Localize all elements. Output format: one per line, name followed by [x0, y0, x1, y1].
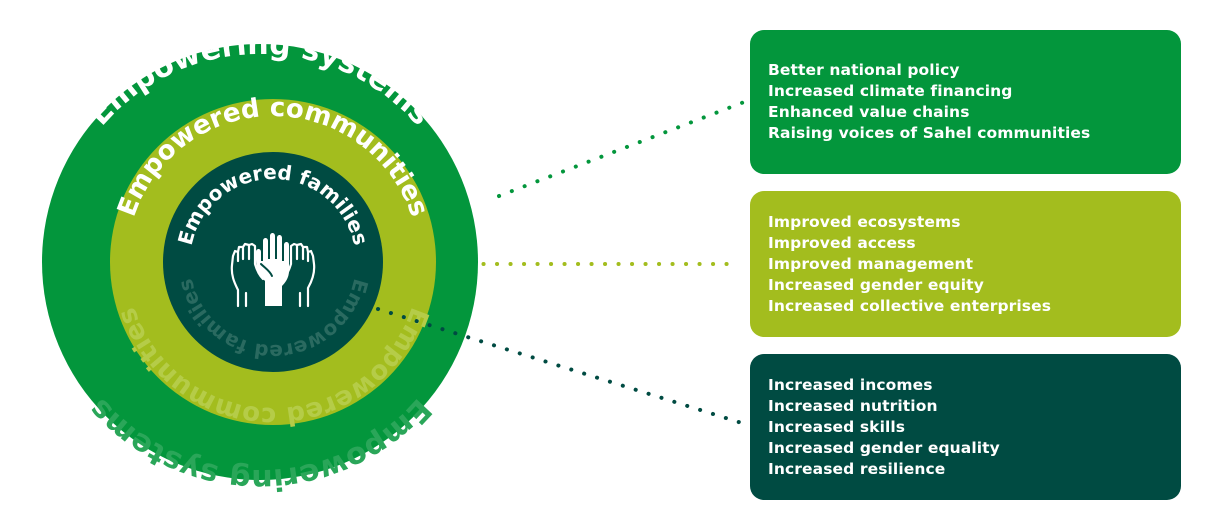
- outcome-box-communities: Improved ecosystems Improved access Impr…: [750, 191, 1181, 337]
- outcome-box-systems: Better national policy Increased climate…: [750, 30, 1181, 174]
- outcome-item: Improved access: [768, 233, 916, 252]
- outcome-item: Increased gender equality: [768, 438, 1000, 457]
- outcome-item: Increased resilience: [768, 459, 946, 478]
- outcome-item: Raising voices of Sahel communities: [768, 124, 1091, 142]
- outcome-item: Improved management: [768, 254, 974, 273]
- outcome-item: Increased collective enterprises: [768, 296, 1052, 315]
- outcome-item: Increased nutrition: [768, 396, 938, 415]
- outcome-item: Increased incomes: [768, 375, 933, 394]
- outcome-item: Increased climate financing: [768, 82, 1013, 100]
- outcome-item: Enhanced value chains: [768, 103, 970, 121]
- outcome-item: Improved ecosystems: [768, 212, 961, 231]
- outcome-box-families: Increased incomes Increased nutrition In…: [750, 354, 1181, 500]
- raised-hands-icon: [230, 233, 316, 308]
- outcome-item: Better national policy: [768, 61, 960, 79]
- outcome-item: Increased gender equity: [768, 275, 984, 294]
- connector-systems: [497, 97, 754, 198]
- outcome-item: Increased skills: [768, 417, 906, 436]
